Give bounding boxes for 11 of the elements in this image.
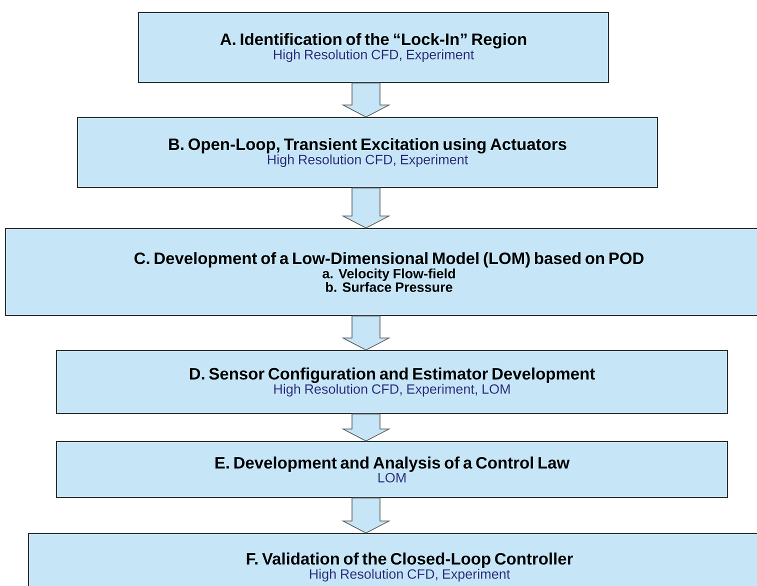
block-arrow: [341, 316, 391, 350]
process-box: D. Sensor Configuration and Estimator Development High Resolution CFD, Experiment, LOM: [56, 350, 728, 414]
block-arrow: [341, 414, 391, 442]
block-arrow: [341, 188, 391, 228]
process-box: E. Development and Analysis of a Control Law LOM: [56, 441, 728, 498]
process-box: B. Open-Loop, Transient Excitation using Actuators High Resolution CFD, Experiment: [77, 117, 658, 188]
process-box: F. Validation of the Closed-Loop Controller High Resolution CFD, Experiment: [28, 533, 757, 586]
process-box: C. Development of a Low-Dimensional Model (LOM) based on POD a. Velocity Flow-field b. Surface Pressure: [5, 228, 757, 316]
block-arrow: [341, 82, 391, 118]
process-box: A. Identification of the “Lock-In” Region High Resolution CFD, Experiment: [138, 12, 609, 83]
block-arrow: [341, 498, 391, 534]
